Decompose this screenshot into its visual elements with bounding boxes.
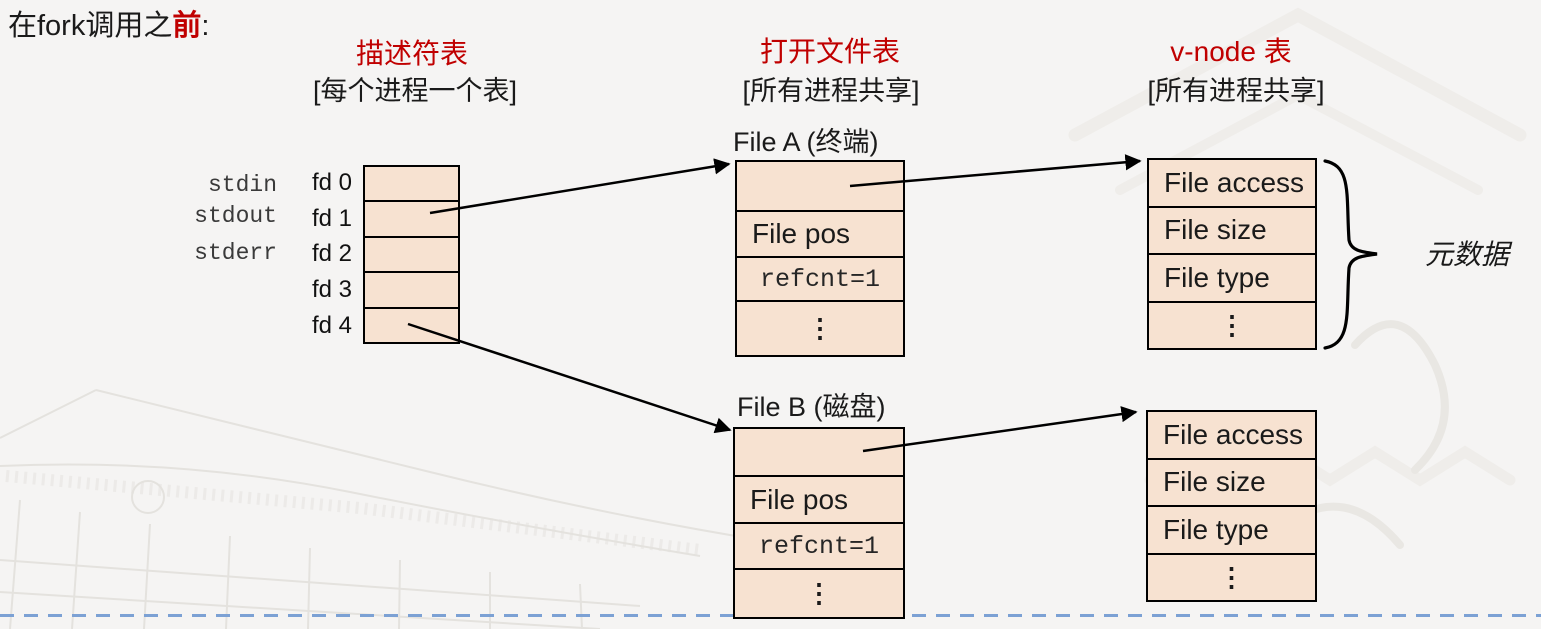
vnode-a-size-cell: File size [1149,208,1315,255]
slide-title-prefix: 在fork调用之 [8,10,173,42]
file-a-filepos-cell: File pos [737,212,903,258]
vnode-a-ellipsis-cell: ⋮ [1219,309,1245,340]
vnode-b-size-cell: File size [1148,460,1315,507]
watermark-building-sketch [0,389,761,629]
header-open-file-table: 打开文件表 [759,36,901,67]
header-descriptor-table: 描述符表 [355,38,469,69]
subheader-open-file-table: [所有进程共享] [742,76,920,106]
label-fd1: fd 1 [311,205,352,232]
vnode-a-access-cell: File access [1149,160,1315,208]
file-b-ellipsis-cell: ⋮ [806,578,832,608]
label-stdout: stdout [194,203,277,229]
vnode-b-type-cell: File type [1148,507,1315,555]
label-fd4: fd 4 [311,312,352,339]
label-stdin: stdin [207,172,277,198]
slide-title: 在fork调用之前: [8,10,209,43]
file-a-pointer-cell [737,162,903,212]
open-file-table-b: File pos refcnt=1 ⋮ [733,427,905,619]
subheader-vnode-table: [所有进程共享] [1147,76,1325,106]
header-vnode-table: v-node 表 [1170,36,1292,67]
file-a-refcnt-cell: refcnt=1 [737,258,903,302]
label-fd3: fd 3 [311,276,352,303]
vnode-table-a: File access File size File type ⋮ [1147,158,1317,350]
descriptor-slot-fd0 [365,167,458,203]
file-b-pointer-cell [735,429,903,477]
metadata-label: 元数据 [1425,239,1510,270]
file-b-filepos-cell: File pos [735,477,903,524]
vnode-b-access-cell: File access [1148,412,1315,460]
file-b-refcnt-cell: refcnt=1 [735,524,903,570]
file-a-ellipsis-cell: ⋮ [807,313,833,343]
open-file-table-a-title: File A (终端) [733,127,879,157]
descriptor-slot-fd2 [365,238,458,274]
open-file-table-a: File pos refcnt=1 ⋮ [735,160,905,357]
vnode-b-ellipsis-cell: ⋮ [1218,561,1245,592]
subheader-descriptor-table: [每个进程一个表] [312,76,518,106]
metadata-brace [1323,159,1378,350]
open-file-table-b-title: File B (磁盘) [737,392,886,422]
descriptor-slot-fd3 [365,273,458,309]
label-stderr: stderr [194,240,277,266]
vnode-table-b: File access File size File type ⋮ [1146,410,1317,602]
slide-title-colon: : [201,10,210,42]
slide-title-emphasis: 前 [172,10,202,42]
label-fd0: fd 0 [311,169,352,196]
vnode-a-type-cell: File type [1149,255,1315,303]
descriptor-slot-fd1 [365,202,458,238]
label-fd2: fd 2 [311,240,352,267]
